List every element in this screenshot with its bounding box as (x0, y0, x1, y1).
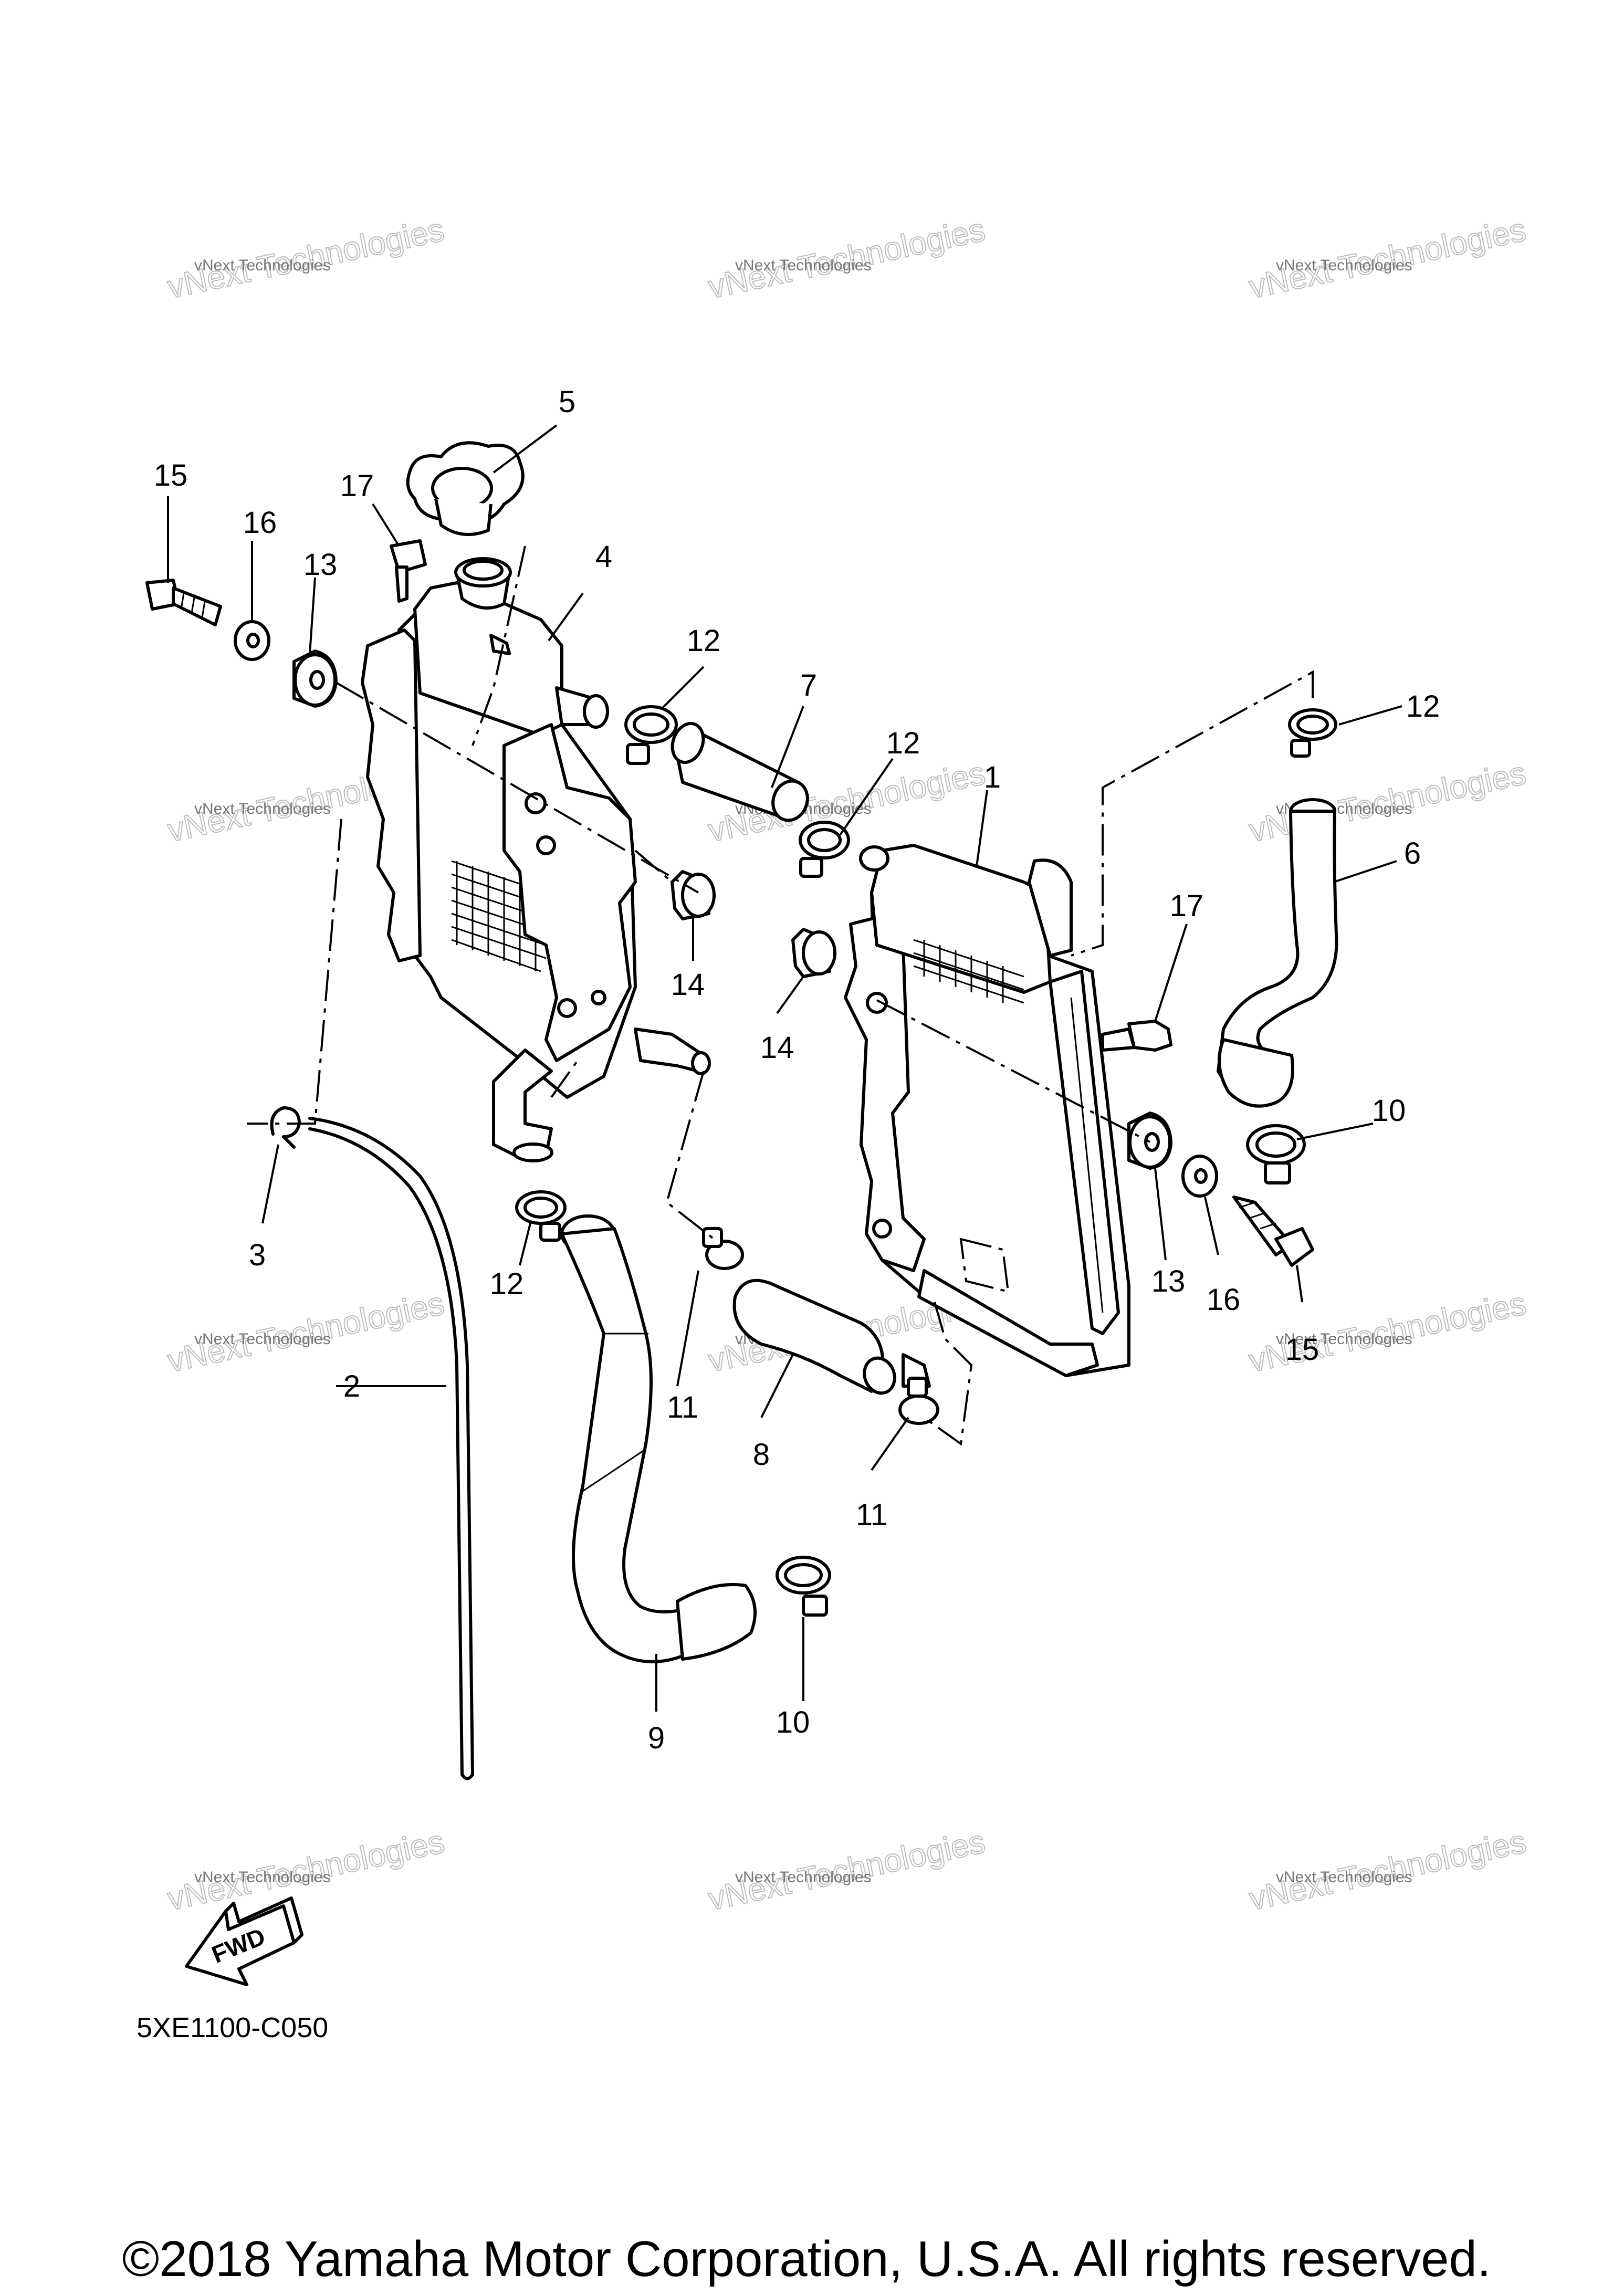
callout-12-left: 12 (490, 1267, 524, 1301)
callout-16-right: 16 (1207, 1283, 1241, 1317)
bolt-17-left (390, 539, 427, 603)
leader-lines (167, 424, 1402, 1712)
bolt-15-left (145, 579, 222, 626)
callout-11-left: 11 (667, 1390, 698, 1424)
callout-13-right: 13 (1151, 1264, 1186, 1298)
hose-clamp-12-right (1288, 708, 1337, 758)
callout-2: 2 (343, 1369, 360, 1403)
callout-17-right: 17 (1170, 889, 1204, 923)
small-hose (732, 1278, 896, 1395)
callout-5: 5 (559, 385, 575, 419)
callout-15-right: 15 (1285, 1333, 1319, 1367)
washer-16-left (234, 620, 270, 661)
hose-clamp-10-lower (776, 1556, 831, 1617)
callout-4: 4 (595, 540, 612, 574)
bolt-15-right (1232, 1196, 1314, 1267)
watermark: vNext Technologies vNext Technologies (1245, 1823, 1530, 1918)
overflow-hose (308, 1117, 474, 1780)
assembly-lines (247, 546, 1314, 1446)
hose-clamp-11-right (898, 1377, 939, 1425)
watermark-text: vNext Technologies (194, 257, 331, 274)
grommet-13-left (292, 649, 338, 708)
short-hose (671, 722, 809, 822)
callout-labels: 1 2 3 4 5 6 7 8 9 10 10 11 11 12 12 12 1… (154, 385, 1440, 1755)
collar-14-right (791, 928, 836, 978)
callout-6: 6 (1404, 836, 1421, 871)
callout-12-right: 12 (1406, 689, 1440, 724)
callout-12-top: 12 (687, 624, 721, 658)
callout-7: 7 (800, 668, 817, 703)
copyright-notice: ©2018 Yamaha Motor Corporation, U.S.A. A… (122, 2231, 1491, 2287)
callout-14-left: 14 (671, 968, 705, 1002)
right-radiator (844, 844, 1130, 1388)
callout-13-left: 13 (303, 548, 338, 582)
watermark-text: vNext Technologies (1276, 257, 1412, 274)
callout-17-left: 17 (340, 469, 374, 503)
callout-11-right: 11 (856, 1498, 887, 1532)
callout-14-right: 14 (760, 1031, 794, 1065)
grommet-13-right (1127, 1112, 1172, 1170)
watermark: vNext Technologies vNext Technologies (1245, 211, 1530, 306)
radiator-core-fins (451, 860, 547, 972)
left-radiator (361, 557, 711, 1162)
fwd-arrow-icon: FWD (185, 1896, 303, 1986)
hose-clamp-11-left (702, 1227, 744, 1270)
hose-clamp-12-mid (799, 821, 850, 878)
watermark-text: vNext Technologies (735, 1869, 872, 1886)
hose-clamp-12-top (624, 705, 678, 765)
watermark-text: vNext Technologies (194, 800, 331, 817)
callout-3: 3 (249, 1238, 266, 1272)
callout-9: 9 (648, 1721, 665, 1755)
watermark: vNext Technologies vNext Technologies (164, 1823, 448, 1918)
hose-clamp-10-right (1246, 1124, 1306, 1184)
lower-hose (560, 1214, 757, 1663)
collar-14-left (671, 870, 716, 920)
callout-10-lower: 10 (776, 1705, 810, 1739)
watermark: vNext Technologies vNext Technologies (705, 211, 989, 306)
watermark: vNext Technologies vNext Technologies (1245, 754, 1530, 850)
watermark: vNext Technologies vNext Technologies (164, 211, 448, 306)
bolt-17-right (1101, 1020, 1172, 1052)
watermark-text: vNext Technologies (1276, 1330, 1412, 1348)
upper-hose-right (1217, 798, 1338, 1108)
radiator-cap (406, 441, 525, 536)
radiator-core-fins (913, 939, 1024, 1004)
callout-1: 1 (984, 760, 1001, 794)
watermark: vNext Technologies vNext Technologies (164, 1285, 448, 1380)
watermark: vNext Technologies vNext Technologies (705, 1823, 989, 1918)
callout-16-left: 16 (243, 506, 277, 540)
callout-15-left: 15 (154, 458, 188, 492)
watermark-group: vNext Technologies vNext Technologies vN… (164, 211, 1530, 1918)
hose-clip (270, 1106, 301, 1149)
drawing-code: 5XE1100-C050 (137, 2012, 328, 2043)
callout-12-mid: 12 (886, 726, 920, 760)
watermark-text: vNext Technologies (194, 1330, 331, 1348)
callout-10-right: 10 (1372, 1094, 1406, 1128)
callout-8: 8 (753, 1438, 770, 1472)
washer-16-right (1181, 1155, 1218, 1198)
watermark-text: vNext Technologies (1276, 1869, 1412, 1886)
watermark-text: vNext Technologies (735, 257, 872, 274)
watermark-text: vNext Technologies (194, 1869, 331, 1886)
hose-clamp-12-left (515, 1190, 567, 1242)
